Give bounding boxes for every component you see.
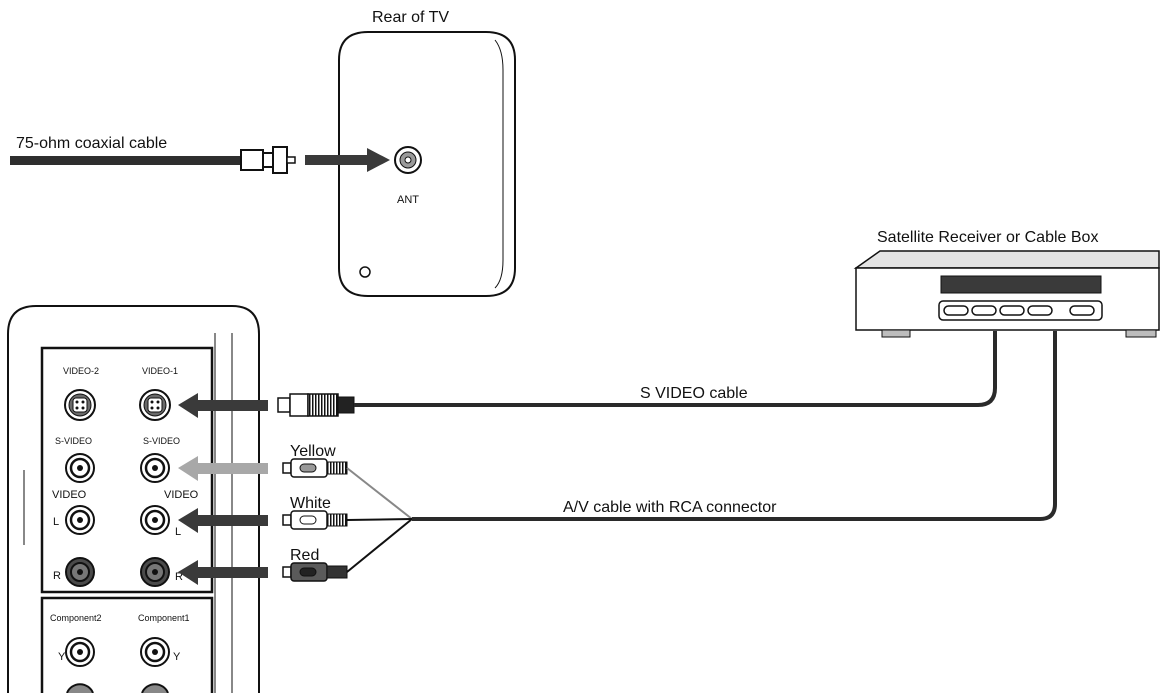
component2-next-jack-partial — [66, 683, 94, 693]
receiver-display — [940, 275, 1102, 294]
yellow-plug-icon — [282, 458, 348, 478]
component2-label: Component2 — [50, 613, 102, 623]
receiver-label: Satellite Receiver or Cable Box — [877, 229, 1098, 246]
av-cable-line — [412, 331, 1057, 521]
receiver-top-face — [853, 250, 1160, 269]
yellow-wire — [346, 467, 413, 520]
svideo-cable-group: S VIDEO cable — [277, 331, 997, 417]
coax-cable-line — [10, 156, 242, 165]
video-left-label: VIDEO — [52, 489, 87, 501]
av-cable-label: A/V cable with RCA connector — [563, 499, 777, 516]
component-y-left-label: Y — [58, 651, 66, 663]
svideo-left-label: S-VIDEO — [55, 436, 92, 446]
antenna-jack-icon — [394, 146, 422, 174]
component-y-right-label: Y — [173, 651, 181, 663]
coax-cable-label: 75-ohm coaxial cable — [16, 135, 167, 152]
audio-l-left-label: L — [53, 516, 59, 528]
svideo-arrow-icon — [178, 393, 268, 418]
svideo-jack-2-icon — [64, 389, 96, 421]
svideo-jack-1-icon[interactable] — [139, 389, 171, 421]
video1-label: VIDEO-1 — [142, 366, 178, 376]
audio-l-jack-2-icon — [65, 505, 95, 535]
video-right-label: VIDEO — [164, 489, 199, 501]
component1-next-jack-partial — [141, 683, 169, 693]
coax-cable-group: 75-ohm coaxial cable — [10, 135, 390, 174]
tv-rear-group: Rear of TV ANT — [338, 9, 516, 297]
red-plug-icon — [282, 562, 348, 582]
video-jack-2-icon — [65, 453, 95, 483]
tv-rear-title: Rear of TV — [372, 9, 449, 26]
audio-r-right-label: R — [175, 571, 183, 583]
red-arrow-icon — [178, 560, 268, 585]
yellow-label: Yellow — [290, 443, 336, 460]
video-jack-1-icon[interactable] — [140, 453, 170, 483]
input-panel-group: VIDEO-2 VIDEO-1 S-VIDEO S-VIDEO — [7, 305, 260, 693]
white-label: White — [290, 495, 331, 512]
audio-l-right-label: L — [175, 526, 181, 538]
audio-r-jack-1-icon[interactable] — [140, 557, 170, 587]
white-arrow-icon — [178, 508, 268, 533]
white-wire — [346, 518, 413, 521]
component2-y-jack-icon — [65, 637, 95, 667]
component1-label: Component1 — [138, 613, 190, 623]
receiver-foot-right — [1125, 329, 1157, 338]
svideo-cable-line — [354, 331, 997, 407]
red-wire — [346, 518, 413, 573]
coax-arrow-icon — [305, 148, 390, 172]
yellow-arrow-icon — [178, 456, 268, 481]
receiver-foot-left — [881, 329, 911, 338]
red-label: Red — [290, 547, 319, 564]
av-cable-group: Yellow White Red A/V cable with RCA conn… — [282, 331, 1057, 582]
svideo-cable-label: S VIDEO cable — [640, 385, 748, 402]
audio-l-jack-1-icon[interactable] — [140, 505, 170, 535]
audio-r-left-label: R — [53, 570, 61, 582]
tv-rear-panel — [338, 31, 516, 297]
svideo-plug-icon — [277, 393, 355, 417]
white-plug-icon — [282, 510, 348, 530]
tv-indicator-circle — [359, 266, 371, 278]
component1-y-jack-icon — [140, 637, 170, 667]
audio-r-jack-2-icon — [65, 557, 95, 587]
video2-label: VIDEO-2 — [63, 366, 99, 376]
receiver-buttons — [938, 300, 1103, 321]
svideo-right-label: S-VIDEO — [143, 436, 180, 446]
antenna-label: ANT — [397, 194, 419, 206]
receiver-group: Satellite Receiver or Cable Box — [853, 229, 1160, 338]
coax-connector-icon — [240, 146, 296, 174]
